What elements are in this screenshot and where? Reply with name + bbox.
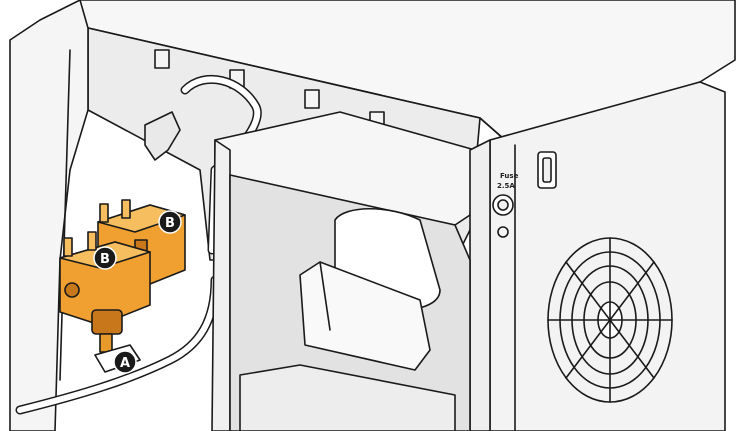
callout-letter: A	[120, 356, 130, 371]
fan-grille	[547, 237, 673, 403]
pipe-fitting	[144, 111, 181, 161]
compartment-frame	[211, 139, 231, 431]
fuse-title: Fuse	[500, 172, 519, 180]
callout-b-rear: B	[158, 210, 182, 234]
frame-edge-line	[59, 49, 71, 381]
fuse-rating: 2.5A	[497, 182, 515, 190]
callout-letter: B	[100, 252, 110, 267]
bracket	[154, 49, 170, 69]
callout-letter: B	[165, 216, 175, 231]
base-plate	[239, 364, 456, 431]
right-side-panel	[489, 81, 726, 431]
callout-a: A	[113, 350, 137, 374]
bracket	[304, 89, 320, 109]
screw	[497, 226, 509, 238]
compartment-frame	[469, 139, 491, 431]
left-frame	[9, 0, 89, 431]
box-edge	[319, 261, 331, 331]
callout-b-front: B	[93, 246, 117, 270]
